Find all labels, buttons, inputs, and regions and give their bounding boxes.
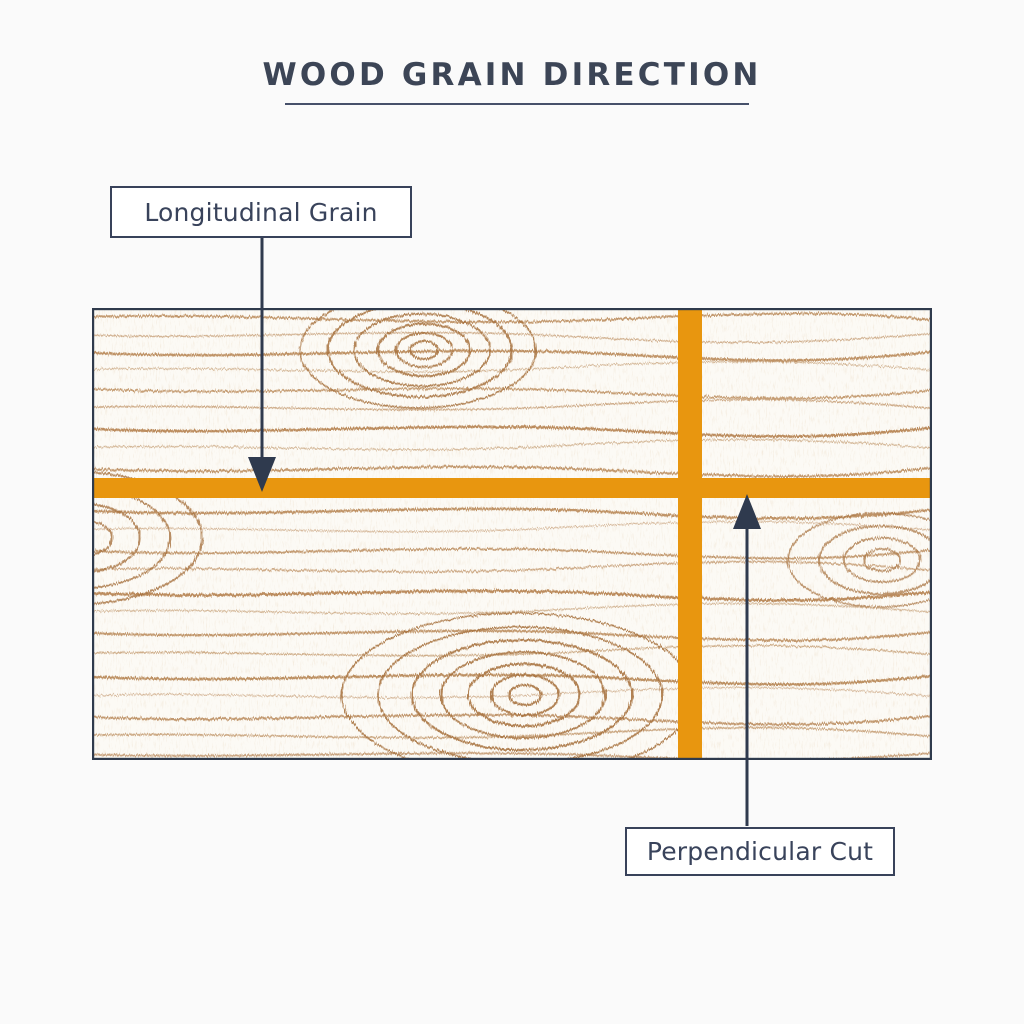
wood-panel: [92, 308, 932, 760]
callout-longitudinal-grain[interactable]: Longitudinal Grain: [110, 186, 412, 238]
title-block: WOOD GRAIN DIRECTION: [0, 57, 1024, 105]
title-underline: [285, 103, 749, 105]
wood-fibre-noise: [92, 308, 932, 760]
wood-knot-left: [92, 471, 204, 605]
perpendicular-cut-band: [678, 308, 702, 760]
wood-panel-graphic: [92, 308, 932, 760]
callout-longitudinal-grain-label: Longitudinal Grain: [144, 197, 378, 227]
longitudinal-cut-band: [92, 478, 932, 498]
wood-knot-lower: [341, 612, 695, 760]
wood-panel-border: [92, 308, 932, 760]
callout-perpendicular-cut-label: Perpendicular Cut: [646, 837, 874, 866]
wood-knot-upper: [299, 308, 537, 409]
wood-knot-right: [787, 512, 932, 608]
callout-perpendicular-cut[interactable]: Perpendicular Cut: [625, 827, 895, 876]
page-title: WOOD GRAIN DIRECTION: [262, 57, 762, 93]
